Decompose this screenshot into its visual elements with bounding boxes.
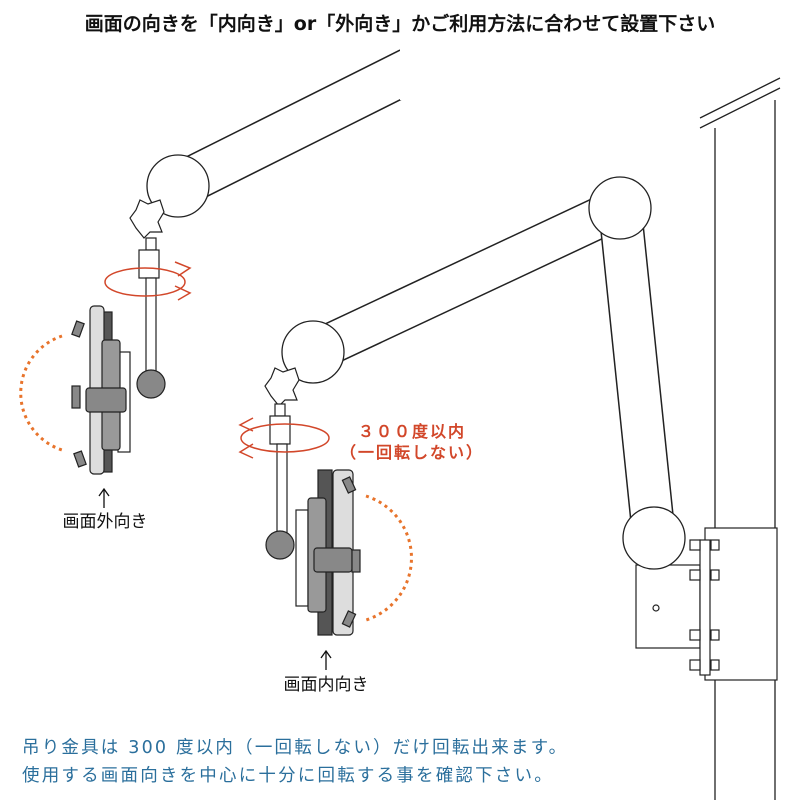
rotation-arc-right [365, 494, 413, 622]
rotation-arrows-left [104, 261, 192, 301]
rotation-limit-label: ３００度以内 [358, 422, 466, 441]
inward-label: 画面内向き [284, 675, 369, 695]
inward-mount [264, 367, 361, 636]
middle-arm [304, 188, 676, 541]
arrow-up-inward [320, 649, 332, 670]
pole-bracket [635, 527, 778, 681]
page-title: 画面の向きを「内向き」or「外向き」かご利用方法に合わせて設置下さい [85, 12, 715, 35]
rotation-arrows-right [238, 417, 330, 459]
rotation-note-label: （一回転しない） [340, 443, 484, 462]
arrow-up-outward [98, 487, 110, 508]
rotation-arc-left [19, 334, 63, 452]
note-line-1: 吊り金具は 300 度以内（一回転しない）だけ回転出来ます。 [22, 738, 568, 758]
outward-label: 画面外向き [63, 512, 148, 532]
note-line-2: 使用する画面向きを中心に十分に回転する事を確認下さい。 [22, 765, 554, 786]
joint-balls [146, 154, 686, 570]
pole [699, 77, 781, 800]
outward-mount [71, 199, 166, 475]
upper-arm [169, 40, 460, 206]
